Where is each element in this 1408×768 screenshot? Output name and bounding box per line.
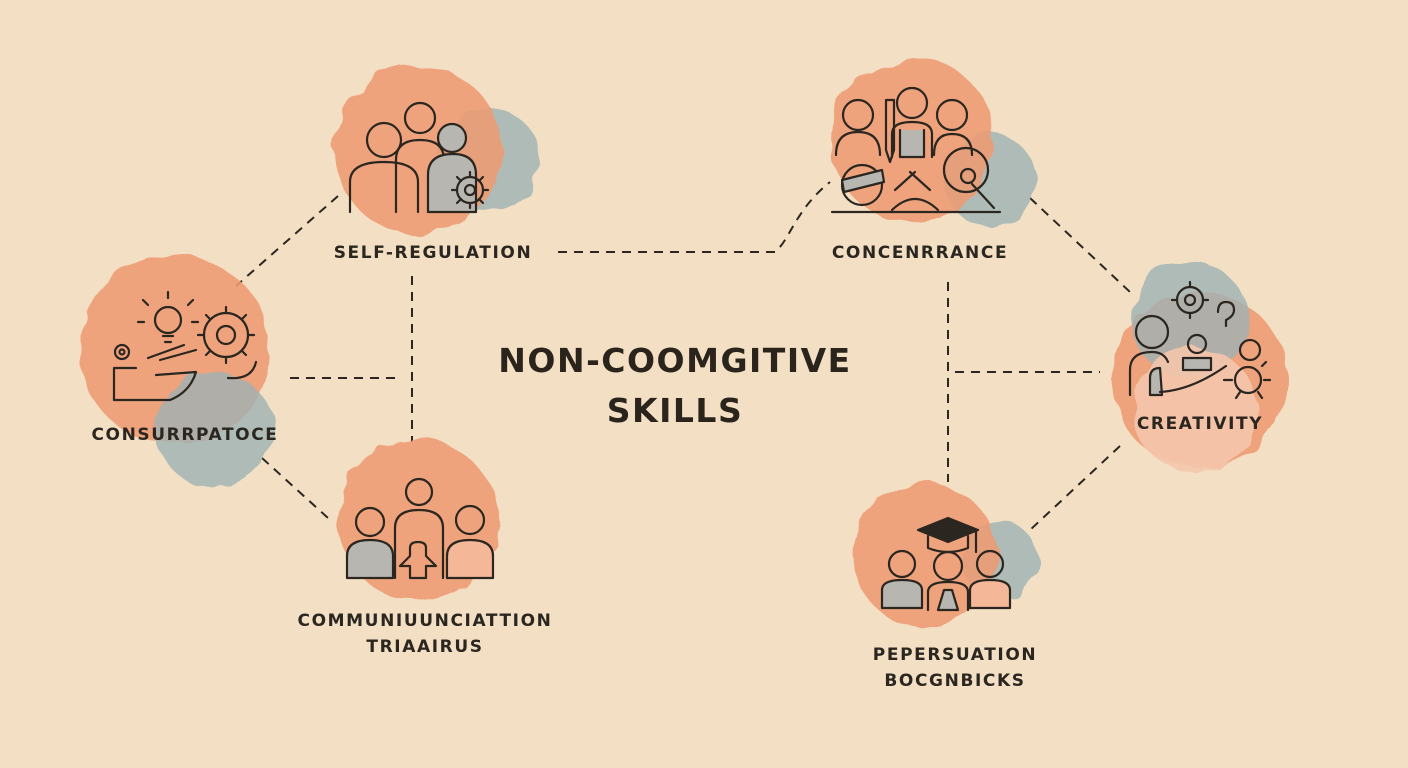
center-title-line1: NON-COOMGITIVE [498, 341, 852, 380]
node-label-pepersuation-line2: BOCGNBICKS [884, 671, 1026, 691]
blob-consurrpatoce [80, 255, 273, 488]
idea-hand-icon [112, 290, 258, 402]
center-title: NON-COOMGITIVE SKILLS [440, 336, 910, 436]
node-label-communication: COMMUNIUUNCIATTION TRIAAIRUS [290, 608, 560, 660]
connector-concenr-creativity [1029, 197, 1131, 293]
node-label-self-regulation: SELF-REGULATION [333, 243, 533, 263]
connector-selfreg-concenr [558, 181, 831, 253]
connector-lines [235, 181, 1131, 531]
node-label-creativity: CREATIVITY [1136, 414, 1264, 434]
node-label-pepersuation: PEPERSUATION BOCGNBICKS [840, 642, 1070, 694]
node-label-communication-line1: COMMUNIUUNCIATTION [297, 611, 553, 631]
group-study-icon [830, 86, 1002, 214]
connector-selfreg-consurr [235, 195, 339, 287]
node-label-pepersuation-line1: PEPERSUATION [872, 645, 1038, 665]
connector-consurr-comm [261, 457, 329, 519]
node-label-communication-line2: TRIAAIRUS [366, 637, 484, 657]
graduation-group-icon [880, 516, 1012, 612]
people-gear-icon [348, 101, 490, 214]
node-label-concenrrance: CONCENRRANCE [831, 243, 1009, 263]
center-title-line2: SKILLS [606, 391, 744, 430]
three-people-icon [345, 477, 495, 580]
connector-creativity-peper [1029, 445, 1121, 531]
creative-person-icon [1128, 280, 1272, 400]
node-label-consurrpatoce: CONSURRPATOCE [91, 425, 279, 445]
